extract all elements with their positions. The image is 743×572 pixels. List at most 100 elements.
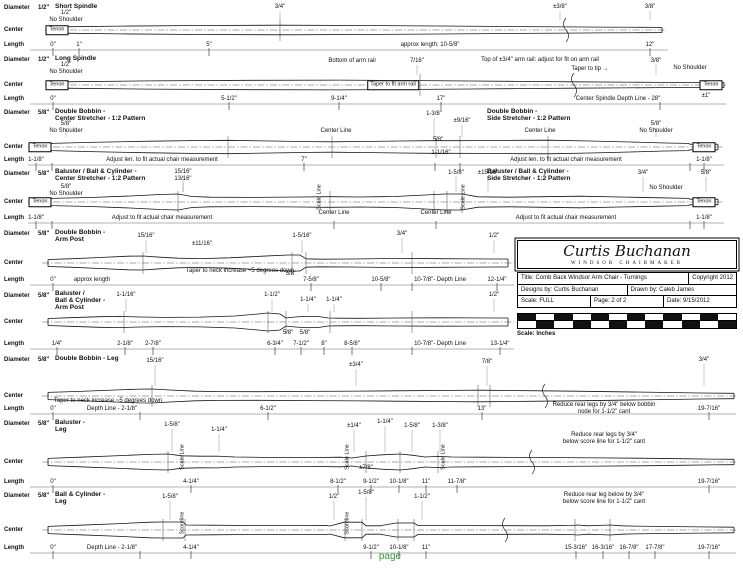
section-title: Baluster / Ball & Cylinder - — [487, 168, 569, 175]
diameter-label: Diameter — [4, 110, 30, 116]
section-title: Short Spindle — [55, 3, 98, 10]
dim-label: 1-5/8" — [404, 423, 420, 429]
dim-label: 1-5/8" — [162, 494, 178, 500]
dim-label: 15/16" — [174, 169, 192, 175]
rotated-label: Scale Line — [179, 444, 186, 470]
length-value: Depth Line - 2-1/8" — [86, 406, 138, 412]
dim-label: No Shoulder — [639, 128, 673, 134]
scale-bar-cell — [663, 321, 681, 328]
scale-bar-cell — [554, 313, 573, 321]
length-value: Depth Line - 2-1/8" — [86, 545, 138, 551]
title-row: Title: Comb Back Windsor Arm Chair - Tur… — [517, 272, 737, 285]
diameter-value: 5/8" — [38, 357, 50, 363]
dim-label: No Shoulder — [49, 69, 83, 75]
length-value: 16-3/16" — [591, 545, 615, 551]
date-value: Date: 9/15/2012 — [663, 296, 736, 307]
center-label: Center — [4, 319, 24, 325]
rotated-label: Scoreline — [344, 511, 351, 535]
scale-bar-cell — [700, 321, 718, 328]
length-value: 5-1/2" — [221, 96, 237, 102]
length-value: 5" — [206, 42, 212, 48]
drawn-by: Drawn by: Caleb James — [626, 284, 737, 296]
length-value: 1-1/8" — [696, 215, 712, 221]
dim-label: 5/8" — [650, 121, 662, 127]
dim-label: Taper to tip → — [571, 66, 609, 72]
length-value: 9-1/4" — [331, 96, 347, 102]
section-title: Ball & Cylinder - — [55, 297, 106, 304]
length-value: 16-7/8" — [619, 545, 639, 551]
center-label: Center — [4, 82, 24, 88]
length-value: 19-7/16" — [697, 545, 721, 551]
section-title: Arm Post — [55, 236, 84, 243]
length-label: Length — [4, 479, 24, 485]
dim-label: ±7/8" — [359, 465, 373, 471]
length-value: 0" — [50, 406, 56, 412]
dim-label: 3/4" — [637, 170, 649, 176]
dim-label: Top of ±3/4" arm rail: adjust for fit on… — [481, 57, 599, 63]
scale-bar-cell — [518, 321, 536, 328]
section-title: Center Stretcher - 1:2 Pattern — [55, 115, 146, 122]
length-value: approx length: 10-5/8" — [400, 42, 460, 48]
dim-label: ±3/4" — [349, 362, 363, 368]
dim-label: 1/2" — [488, 233, 500, 239]
length-value: 1-1/8" — [696, 157, 712, 163]
dim-label: Reduce rear legs by 3/4" below bobbin — [552, 402, 656, 408]
tenon-box: Tenon — [699, 80, 723, 90]
dim-label: below score line for 1-1/2" cant — [562, 439, 646, 445]
center-label: Center — [4, 199, 24, 205]
dim-label: 15/16" — [146, 358, 164, 364]
dim-label: 1-5/16" — [292, 233, 312, 239]
length-value: Center Spindle Depth Line - 28" — [575, 96, 661, 102]
diameter-label: Diameter — [4, 493, 30, 499]
dim-label: 15/16" — [137, 233, 155, 239]
scale-bar-cell — [608, 321, 628, 328]
diameter-value: 5/8" — [38, 293, 50, 299]
diameter-label: Diameter — [4, 293, 30, 299]
diameter-label: Diameter — [4, 57, 30, 63]
diameter-value: 1/2" — [38, 57, 50, 63]
dim-label: 1-5/8" — [164, 422, 180, 428]
length-value: 1-1/8" — [28, 215, 44, 221]
section-title: Double Bobbin - Leg — [55, 355, 119, 362]
scale-bar-cell — [717, 321, 737, 328]
dim-label: 1-3/8" — [426, 111, 442, 117]
length-value: 1/4" — [51, 341, 63, 347]
dim-label: Center Line — [318, 210, 350, 216]
section-title: Baluster - — [55, 419, 85, 426]
credits-row: Designs by: Curtis Buchanan Drawn by: Ca… — [517, 283, 737, 297]
page-link[interactable]: page — [378, 551, 402, 562]
diameter-label: Diameter — [4, 357, 30, 363]
length-label: Length — [4, 277, 24, 283]
dim-label: 5/8" — [299, 330, 311, 336]
diameter-value: 5/8" — [38, 493, 50, 499]
section-title: Double Bobbin - — [55, 229, 106, 236]
dim-label: 1-5/8" — [358, 490, 374, 496]
section-title: Long Spindle — [55, 55, 97, 62]
dim-label: Bottom of arm rail — [328, 58, 376, 64]
length-label: Length — [4, 341, 24, 347]
length-value: 10-7/8"- Depth Line — [414, 341, 466, 347]
section-title: Side Stretcher - 1:2 Pattern — [487, 175, 571, 182]
center-label: Center — [4, 527, 24, 533]
length-value: 10-1/8" — [389, 545, 409, 551]
length-value: 13-1/4" — [490, 341, 510, 347]
dim-label: 5/8" — [285, 271, 297, 277]
length-value: 19-7/16" — [697, 406, 721, 412]
scale-bar-cell — [591, 321, 609, 328]
title-block: Curtis Buchanan WINDSOR CHAIRMAKER Title… — [517, 240, 737, 337]
meta-row: Scale: FULL Page: 2 of 2 Date: 9/15/2012 — [517, 295, 737, 308]
scale-bar-cell — [645, 321, 664, 328]
length-value: 15-3/16" — [564, 545, 588, 551]
scale-bar-cell — [663, 313, 682, 321]
dim-label: 1-5/8" — [448, 170, 464, 176]
section-title: Side Stretcher - 1:2 Pattern — [487, 115, 571, 122]
scale-bar-cell — [699, 313, 718, 321]
scale-bar-cell — [627, 321, 645, 328]
dim-label: Taper to neck increase ~5 degrees down — [185, 268, 295, 274]
dim-label: 1/2" — [328, 494, 340, 500]
scale-bar-cell — [627, 313, 646, 321]
length-label: Length — [4, 42, 24, 48]
length-value: 0" — [50, 545, 56, 551]
dim-label: 13/16" — [174, 176, 192, 182]
